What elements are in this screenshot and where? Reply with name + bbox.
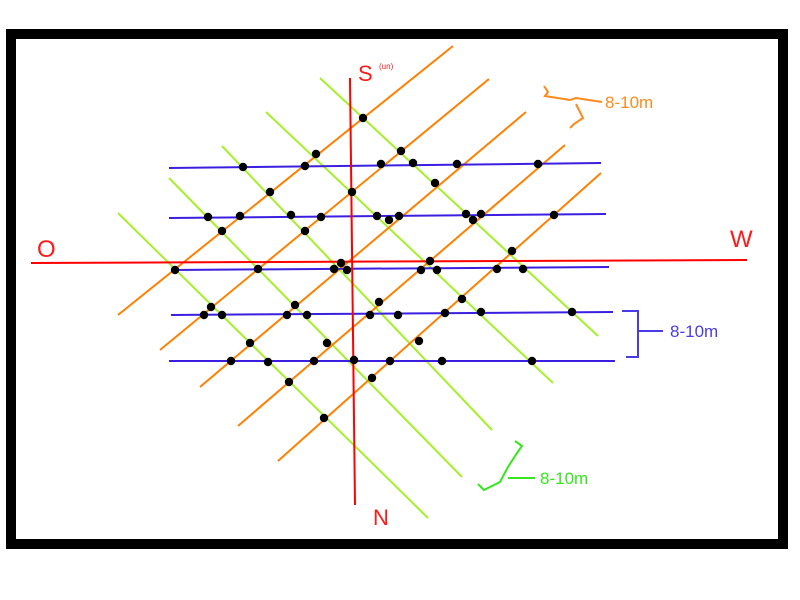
sample-point [476,307,486,317]
orange-spacing-bracket [543,85,603,129]
orange-line [277,172,602,462]
sample-point [408,158,418,168]
orange-lines [117,45,602,462]
sample-point [367,373,377,383]
west-right-label: W [730,226,753,253]
sample-point [342,265,352,275]
sample-point [452,159,462,169]
blue-line [170,311,614,316]
blue-spacing-label: 8-10m [670,322,718,341]
sample-point [393,310,403,320]
sample-point [311,149,321,159]
sample-point [300,226,310,236]
green-spacing-bracket [477,440,535,492]
blue-line [172,266,610,271]
sample-point [430,178,440,188]
sample-point [199,310,209,320]
north-label: N [373,505,389,530]
sample-point [336,258,346,268]
sample-point [349,355,359,365]
sample-point [322,338,332,348]
sample-point [329,264,339,274]
sample-point [374,297,384,307]
orange-line [199,111,527,388]
sample-point [319,413,329,423]
north-south-axis [349,77,356,506]
orange-line [237,144,566,427]
sample-point [492,264,502,274]
sample-point [385,356,395,366]
sample-point [286,210,296,220]
sample-point [263,357,273,367]
sample-point [203,212,213,222]
sample-point [376,159,386,169]
sample-point [316,212,326,222]
sample-point [282,310,292,320]
sample-point [206,302,216,312]
sample-point [302,310,312,320]
sample-point [238,162,248,172]
sample-point [414,336,424,346]
sample-point [217,310,227,320]
compass-axes [30,77,748,506]
sample-point [416,265,426,275]
orange-line [159,78,490,351]
sample-point [284,377,294,387]
sample-point [300,161,310,171]
sample-point [518,264,528,274]
sample-points [170,113,577,423]
sample-point [476,209,486,219]
sample-point [372,211,382,221]
sample-point [265,187,275,197]
sample-point [432,265,442,275]
sample-point [425,256,435,266]
sample-point [365,310,375,320]
sample-point [253,264,263,274]
sample-point [507,246,517,256]
sample-point [437,356,447,366]
sample-point [309,356,319,366]
sample-point [347,187,357,197]
sample-point [549,210,559,220]
green-line [117,212,429,519]
sample-point [226,356,236,366]
sample-point [384,215,394,225]
sample-point [457,294,467,304]
sample-point [533,159,543,169]
green-line [319,77,599,337]
east-west-axis [30,259,748,264]
south-label: S [358,61,373,86]
green-spacing-label: 8-10m [540,469,588,488]
west-left-label: O [37,236,56,263]
sample-point [396,146,406,156]
green-line [168,177,463,478]
sample-point [358,113,368,123]
sample-point [394,211,404,221]
blue-spacing-bracket [622,310,663,358]
sample-point [567,307,577,317]
sample-point [235,211,245,221]
sample-point [217,226,227,236]
sample-point [527,356,537,366]
sample-point [170,265,180,275]
sample-point [290,300,300,310]
sample-point [461,209,471,219]
sample-point [440,308,450,318]
sample-point [468,215,478,225]
sample-point [245,338,255,348]
south-note: (un) [379,62,394,71]
orange-spacing-label: 8-10m [605,93,653,112]
